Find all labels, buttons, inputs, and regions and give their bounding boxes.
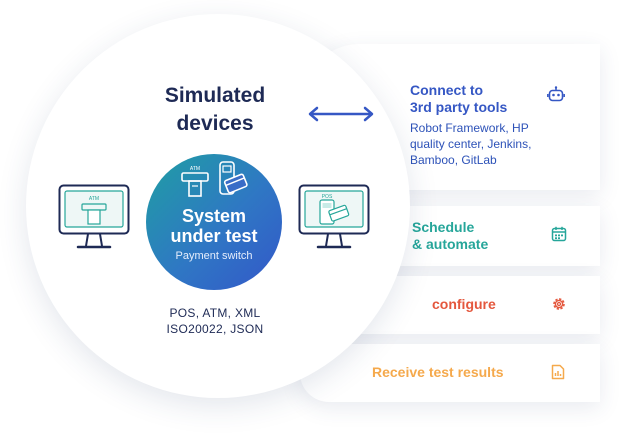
right-monitor-label: POS xyxy=(322,194,333,200)
connect-tools-list: Robot Framework, HP quality center, Jenk… xyxy=(410,120,531,168)
schedule-title-line1: Schedule xyxy=(412,219,475,235)
schedule-title-line2: & automate xyxy=(412,236,489,252)
pos-terminal-icon xyxy=(219,161,248,195)
pos-monitor-icon: POS xyxy=(298,184,370,249)
sut-title-line2: under test xyxy=(170,226,258,246)
calendar-icon xyxy=(551,226,567,242)
results-title: Receive test results xyxy=(372,364,504,380)
connect-body-line1: Robot Framework, HP xyxy=(410,121,529,135)
report-icon xyxy=(551,364,565,380)
atm-icon: ATM xyxy=(181,166,209,197)
connect-title-line1: Connect to xyxy=(410,82,484,98)
protocols-line2: ISO20022, JSON xyxy=(166,322,264,336)
payment-switch-label: Payment switch xyxy=(175,250,253,262)
hub-title-line1: Simulated xyxy=(164,84,266,107)
system-under-test-circle xyxy=(146,154,282,290)
hub-title: Simulated devices xyxy=(130,82,300,138)
atm-monitor-icon: ATM xyxy=(58,184,130,249)
configure-title: configure xyxy=(432,296,496,312)
results-card[interactable]: Receive test results xyxy=(300,344,600,402)
connect-body-line2: quality center, Jenkins, xyxy=(410,137,532,151)
connect-title-line2: 3rd party tools xyxy=(410,99,508,115)
left-monitor-label: ATM xyxy=(89,196,99,202)
connect-body-line3: Bamboo, GitLab xyxy=(410,153,497,167)
connect-title: Connect to 3rd party tools xyxy=(410,82,507,116)
robot-icon xyxy=(547,86,565,102)
protocols-line1: POS, ATM, XML xyxy=(169,306,261,320)
bidirectional-arrow-icon xyxy=(308,106,374,122)
system-under-test-title: System under test xyxy=(146,206,282,246)
protocols-list: POS, ATM, XML ISO20022, JSON xyxy=(140,305,290,337)
atm-icon-label: ATM xyxy=(190,166,200,172)
gear-icon xyxy=(553,298,565,310)
schedule-title: Schedule & automate xyxy=(412,219,488,253)
hub-title-line2: devices xyxy=(176,112,254,135)
sut-title-line1: System xyxy=(181,206,247,226)
